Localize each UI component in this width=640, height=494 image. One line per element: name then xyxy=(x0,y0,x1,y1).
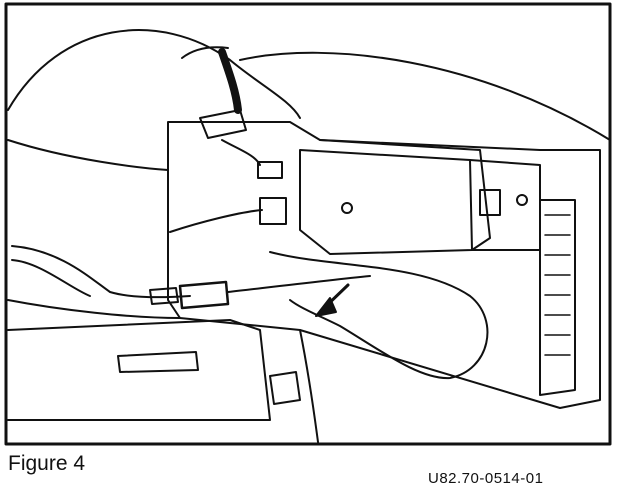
bracket-arm xyxy=(221,139,261,166)
console-handle xyxy=(117,351,199,373)
mounting-bracket xyxy=(167,121,601,409)
connector-tab xyxy=(479,189,501,216)
rib-lines xyxy=(544,214,571,356)
hose-clip xyxy=(181,46,229,59)
vacuum-hose xyxy=(218,48,242,114)
upper-panel-curve xyxy=(7,29,301,119)
hose-grommet xyxy=(199,109,247,139)
wire-harness-left xyxy=(11,245,191,299)
figure-caption: Figure 4 xyxy=(8,452,86,475)
console-edge xyxy=(299,329,319,443)
upper-clip xyxy=(257,161,283,179)
cable-loop xyxy=(269,251,489,380)
figure-border xyxy=(4,2,612,446)
control-unit-top xyxy=(319,139,491,251)
sensor-cable xyxy=(227,275,371,293)
wire-to-connector xyxy=(169,209,263,233)
wire-harness-lower xyxy=(11,259,91,297)
pointer-arrowhead xyxy=(315,297,337,317)
floor-seam xyxy=(7,299,181,319)
upper-panel-edge xyxy=(239,51,611,141)
mounting-screw-left xyxy=(341,202,353,214)
drawing-code: U82.70-0514-01 xyxy=(428,470,544,487)
hose-fitting xyxy=(178,280,230,310)
lower-latch xyxy=(269,371,301,405)
wire-connector-block xyxy=(259,197,287,225)
inline-plug xyxy=(149,287,179,305)
mounting-screw-right xyxy=(516,194,528,206)
body-seam-line xyxy=(7,139,169,171)
control-unit-housing xyxy=(299,149,473,255)
ribbed-panel xyxy=(539,199,576,396)
lower-console xyxy=(7,319,271,421)
